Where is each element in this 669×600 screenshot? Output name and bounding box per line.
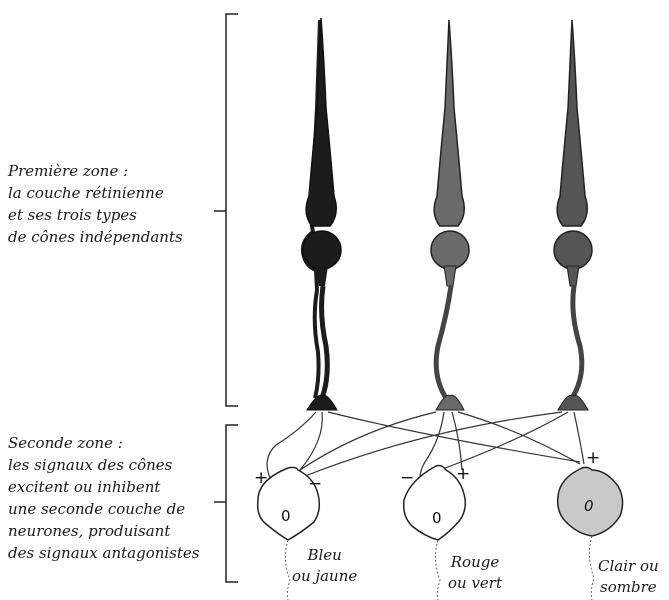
output-line: Clair ou (598, 556, 659, 577)
zone2-description: Seconde zone : les signaux des cônes exc… (8, 432, 200, 564)
neuron3-plus-sign: + (586, 450, 600, 467)
output-label-blue-yellow: Bleu ou jaune (292, 545, 357, 587)
output-line: sombre (598, 577, 659, 598)
output-line: ou vert (448, 573, 502, 594)
neuron2-minus-sign: − (400, 470, 414, 487)
zone2-title: Seconde zone : (8, 432, 200, 454)
neuron1-plus-sign: + (254, 470, 268, 487)
cone-2 (431, 20, 469, 410)
neuron2-cell-label: 0 (432, 510, 442, 527)
zone2-line: une seconde couche de (8, 498, 200, 520)
neuron3-cell-label: 0 (584, 498, 594, 515)
zone1-line: de cônes indépendants (8, 226, 183, 248)
zone1-line: la couche rétinienne (8, 182, 183, 204)
output-line: ou jaune (292, 566, 357, 587)
cone-1 (303, 18, 341, 410)
zone2-line: neurones, produisant (8, 520, 200, 542)
zone2-line: excitent ou inhibent (8, 476, 200, 498)
output-line: Rouge (448, 552, 502, 573)
zone1-line: et ses trois types (8, 204, 183, 226)
zone1-description: Première zone : la couche rétinienne et … (8, 160, 183, 248)
output-label-light-dark: Clair ou sombre (598, 556, 659, 598)
zone1-bracket (214, 14, 238, 406)
cone-3 (554, 20, 592, 410)
output-label-red-green: Rouge ou vert (448, 552, 502, 594)
zone2-bracket (214, 425, 238, 582)
zone1-title: Première zone : (8, 160, 183, 182)
neuron1-cell-label: 0 (281, 508, 291, 525)
output-line: Bleu (292, 545, 357, 566)
zone2-line: des signaux antagonistes (8, 542, 200, 564)
zone2-line: les signaux des cônes (8, 454, 200, 476)
neuron2-plus-sign: + (456, 466, 470, 483)
neuron1-minus-sign: − (308, 476, 322, 493)
